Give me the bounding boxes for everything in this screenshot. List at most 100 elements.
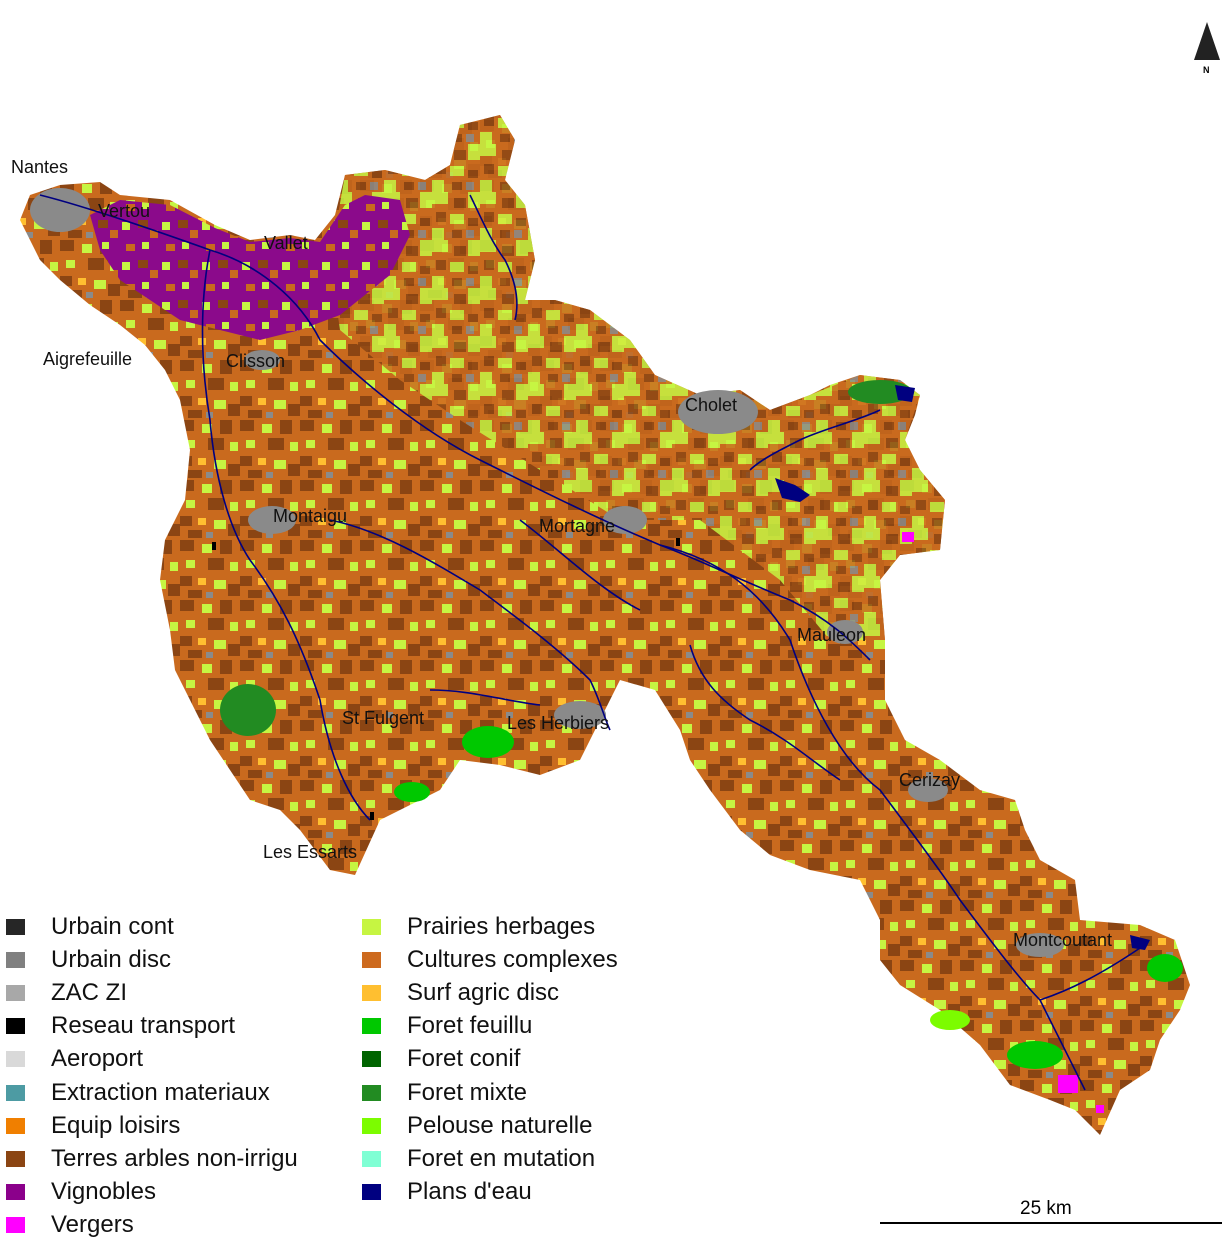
legend-label: ZAC ZI [51,978,127,1006]
legend-item: Urbain disc [6,943,298,976]
legend-label: Reseau transport [51,1012,236,1040]
legend-label: Foret conif [407,1045,521,1073]
town-label-les-essarts: Les Essarts [263,842,358,862]
transport-mark [676,538,680,546]
legend-label: Pelouse naturelle [407,1111,593,1139]
legend-swatch [6,918,25,935]
urban-patch [603,506,647,534]
legend-item: Pelouse naturelle [362,1109,618,1142]
urban-patch [678,390,758,434]
legend-swatch [362,1117,381,1134]
town-label-st-fulgent: St Fulgent [342,708,425,728]
urban-patch [908,778,948,802]
legend-label: Surf agric disc [407,978,560,1006]
town-label-nantes: Nantes [11,157,69,177]
legend-item: Cultures complexes [362,943,618,976]
urban-patch [244,350,280,370]
town-label-montcoutant: Montcoutant [1013,930,1113,950]
forest-patch [220,684,276,736]
legend-item: Foret en mutation [362,1142,618,1175]
legend-label: Urbain cont [51,912,174,940]
orchard-patch [902,532,914,542]
legend-swatch [6,1150,25,1167]
legend-label: Prairies herbages [407,912,596,940]
legend-label: Equip loisirs [51,1111,181,1139]
legend-label: Plans d'eau [407,1178,532,1206]
legend-label: Foret mixte [407,1078,528,1106]
town-label-aigrefeuille: Aigrefeuille [43,349,133,369]
legend-swatch [6,951,25,968]
town-label-vallet: Vallet [264,233,308,253]
legend-swatch [6,984,25,1001]
north-label: N [1203,65,1210,75]
legend-item: Equip loisirs [6,1109,298,1142]
legend-item: Terres arbles non-irrigu [6,1142,298,1175]
water-body [775,478,810,502]
legend-swatch [362,1150,381,1167]
scale-label: 25 km [1020,1198,1072,1219]
legend-swatch [6,1217,25,1234]
basin-area [20,115,1190,1135]
orchard-patch [1058,1075,1078,1093]
forest-patch [930,1010,970,1030]
legend-item: Extraction materiaux [6,1076,298,1109]
legend-swatch [362,1051,381,1068]
town-label-clisson: Clisson [226,351,286,371]
urban-patch [827,620,863,644]
legend-swatch [362,951,381,968]
legend-swatch [362,984,381,1001]
town-label-mauleon: Mauleon [797,625,867,645]
urban-patch [554,701,606,729]
legend-swatch [362,1184,381,1201]
legend-item: Reseau transport [6,1010,298,1043]
town-label-cerizay: Cerizay [899,770,961,790]
legend-swatch [6,1184,25,1201]
scale-bar-line [880,1222,1222,1224]
forest-patch [1007,1041,1063,1069]
water-body [895,385,915,402]
legend-label: Terres arbles non-irrigu [51,1144,298,1172]
legend-item: ZAC ZI [6,976,298,1009]
legend-label: Foret en mutation [407,1144,596,1172]
orchard-patch [1096,1105,1104,1113]
town-label-mortagne: Mortagne [539,516,616,536]
water-body [1130,935,1150,950]
legend-label: Urbain disc [51,945,172,973]
legend-item: Vergers [6,1209,298,1242]
forest-patch [462,726,514,758]
legend-label: Extraction materiaux [51,1078,270,1106]
legend-swatch [6,1117,25,1134]
legend-swatch [6,1084,25,1101]
legend-item: Foret feuillu [362,1010,618,1043]
urban-patch [1016,933,1064,957]
legend-item: Plans d'eau [362,1176,618,1209]
forest-patch [1147,954,1183,982]
legend-swatch [362,1084,381,1101]
legend-item: Foret conif [362,1043,618,1076]
legend-swatch [362,1018,381,1035]
town-label-les-herbiers: Les Herbiers [507,713,610,733]
legend-item: Foret mixte [362,1076,618,1109]
legend-label: Vergers [51,1211,134,1239]
legend-item: Vignobles [6,1176,298,1209]
town-label-cholet: Cholet [685,395,738,415]
forest-patch [394,782,430,802]
transport-mark [370,812,374,820]
transport-mark [212,542,216,550]
town-label-vertou: Vertou [98,201,151,221]
legend-label: Cultures complexes [407,945,618,973]
town-label-montaigu: Montaigu [273,506,348,526]
legend-item: Prairies herbages [362,910,618,943]
north-arrow-icon [1194,22,1220,60]
legend-label: Aeroport [51,1045,144,1073]
legend-item: Urbain cont [6,910,298,943]
legend-item: Aeroport [6,1043,298,1076]
legend-label: Foret feuillu [407,1012,533,1040]
urban-patch [248,506,296,534]
legend-label: Vignobles [51,1178,156,1206]
legend-swatch [6,1051,25,1068]
river-network [39,194,1141,1091]
